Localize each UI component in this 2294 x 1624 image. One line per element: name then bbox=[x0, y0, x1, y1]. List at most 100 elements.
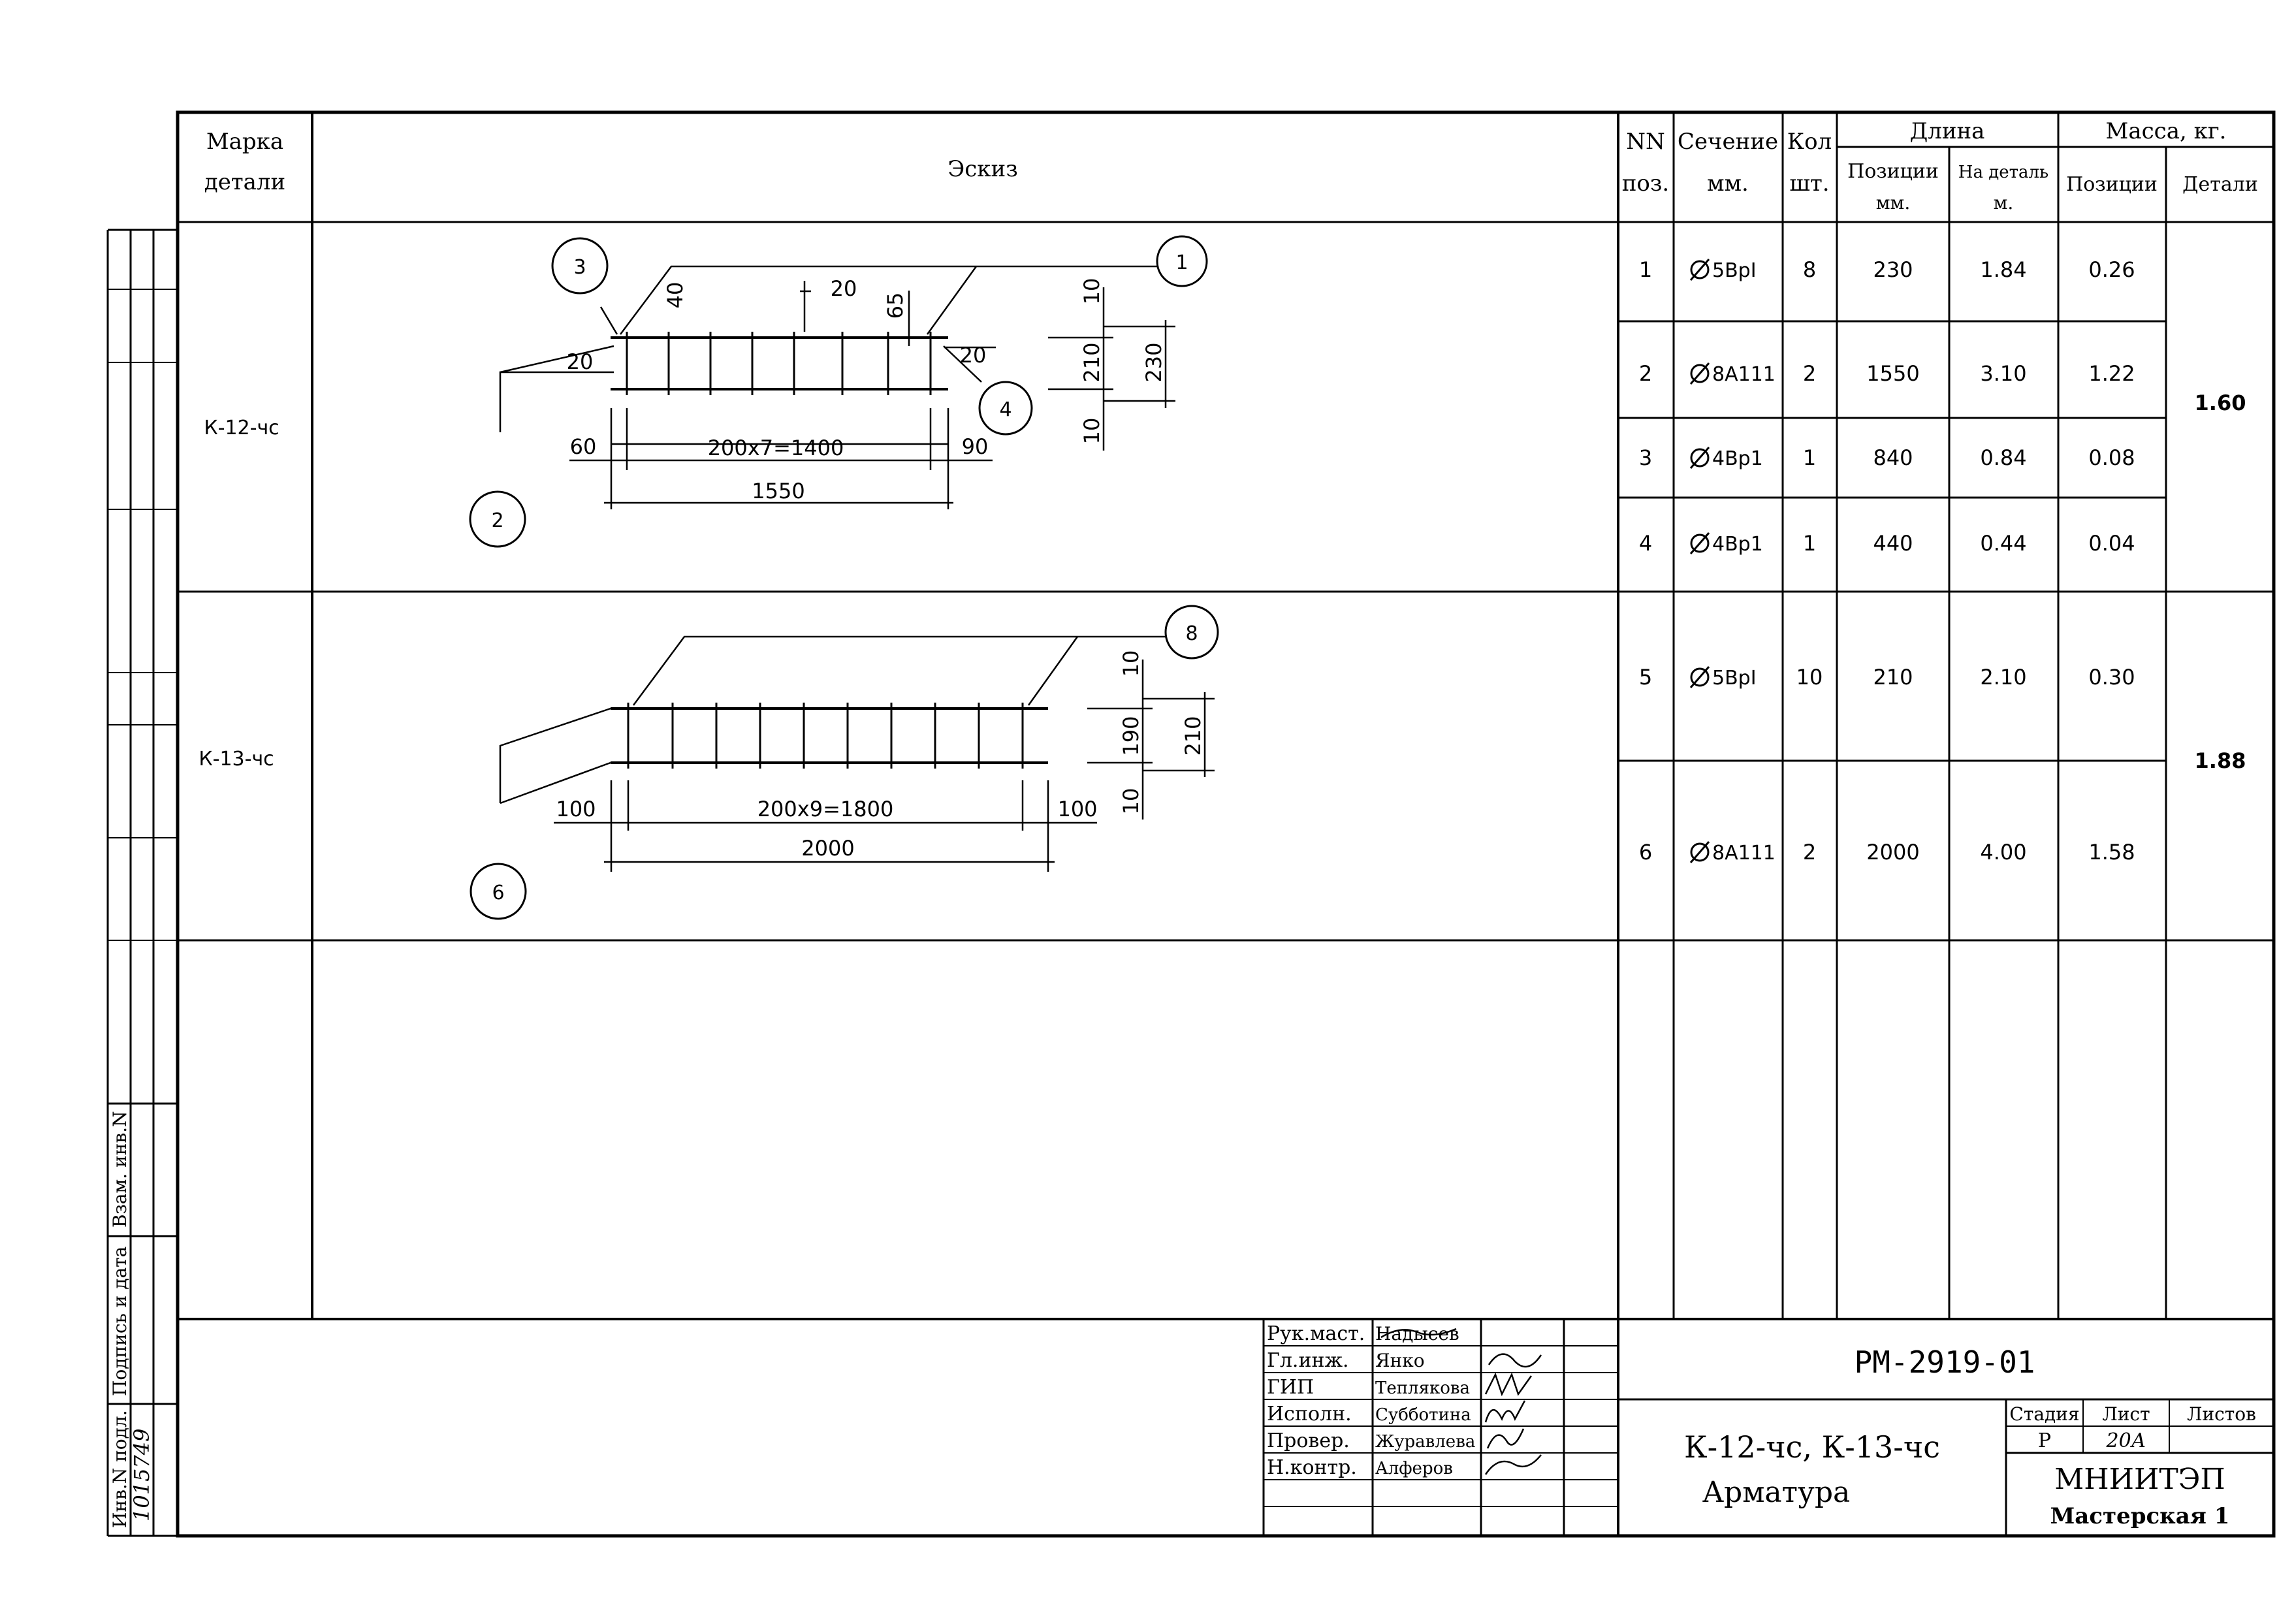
svg-text:60: 60 bbox=[570, 434, 597, 459]
positions-table: 1 5ВрI 8 230 1.84 0.26 2 8А111 2 1550 3.… bbox=[1639, 257, 2246, 865]
pos-qty: 10 bbox=[1796, 665, 1823, 690]
pos-nn: 6 bbox=[1639, 840, 1652, 865]
svg-text:Алферов: Алферов bbox=[1375, 1459, 1453, 1478]
svg-text:230: 230 bbox=[1141, 342, 1166, 382]
header-qty-line2: шт. bbox=[1789, 170, 1829, 197]
header-section-line2: мм. bbox=[1707, 170, 1749, 197]
svg-text:20: 20 bbox=[567, 349, 594, 374]
pos-section: 8А111 bbox=[1712, 363, 1776, 386]
leader-lines bbox=[499, 265, 1175, 509]
pos-nn: 5 bbox=[1639, 665, 1652, 690]
header-length-det-line2: м. bbox=[1994, 192, 2014, 214]
drawing-subtitle: Арматура bbox=[1702, 1476, 1851, 1509]
signature-mark bbox=[1484, 1372, 1533, 1397]
side-stamp-labels: Взам. инв.N Подпись и дата Инв.N подл. 1… bbox=[109, 1111, 154, 1528]
frame-lines bbox=[176, 110, 2276, 1538]
signature-row: ГИП Теплякова bbox=[1267, 1372, 1533, 1399]
pos-section: 5ВрI bbox=[1712, 259, 1757, 282]
signature-mark bbox=[1488, 1353, 1542, 1368]
pos-len-det: 3.10 bbox=[1980, 361, 2026, 386]
svg-text:Журавлева: Журавлева bbox=[1375, 1432, 1475, 1452]
signature-mark bbox=[1484, 1400, 1526, 1423]
signature-row: Исполн. Субботина bbox=[1267, 1400, 1526, 1425]
stirrups bbox=[627, 703, 1024, 769]
svg-text:1: 1 bbox=[1175, 251, 1188, 274]
svg-text:90: 90 bbox=[962, 434, 989, 459]
header-section-line1: Сечение bbox=[1678, 129, 1778, 155]
table-row: 1 5ВрI 8 230 1.84 0.26 bbox=[1639, 257, 2135, 282]
pos-mass: 0.26 bbox=[2088, 257, 2135, 282]
svg-text:40: 40 bbox=[663, 282, 688, 309]
svg-text:1550: 1550 bbox=[752, 479, 804, 503]
sheets-label: Листов bbox=[2187, 1403, 2256, 1425]
stage-value: Р bbox=[2038, 1429, 2051, 1452]
svg-text:65: 65 bbox=[883, 293, 908, 319]
sketch-k13: 8 6 100 200x9=1800 100 2000 10 190 210 1… bbox=[470, 605, 1219, 920]
signature-rows: Рук.маст. Надысев Гл.инж. Янко ГИП Тепля… bbox=[1267, 1322, 1542, 1479]
svg-text:10: 10 bbox=[1079, 418, 1104, 445]
signature-mark bbox=[1486, 1428, 1525, 1449]
pos-mass: 1.58 bbox=[2088, 840, 2135, 865]
svg-text:Теплякова: Теплякова bbox=[1375, 1378, 1470, 1398]
pos-len-det: 0.84 bbox=[1980, 445, 2026, 470]
diameter-icon bbox=[1689, 447, 1710, 469]
pos-qty: 2 bbox=[1803, 840, 1816, 865]
sign-date-label: Подпись и дата bbox=[109, 1247, 131, 1396]
pos-section: 4Вр1 bbox=[1712, 533, 1763, 556]
sketch-k12: 1 3 4 2 40 20 65 20 20 60 200x7=1400 90 … bbox=[469, 235, 1208, 548]
table-row: 2 8А111 2 1550 3.10 1.22 bbox=[1639, 361, 2135, 386]
svg-text:2000: 2000 bbox=[801, 836, 854, 861]
title-block: РМ-2919-01 К-12-чс, К-13-чс Арматура Ста… bbox=[1684, 1345, 2256, 1529]
table-row: 5 5ВрI 10 210 2.10 0.30 bbox=[1639, 665, 2135, 690]
svg-text:Гл.инж.: Гл.инж. bbox=[1267, 1349, 1349, 1372]
diameter-icon bbox=[1689, 362, 1710, 385]
pos-qty: 1 bbox=[1803, 445, 1816, 470]
callout-4: 4 bbox=[978, 381, 1033, 436]
side-stamp bbox=[106, 229, 178, 1537]
pos-nn: 4 bbox=[1639, 531, 1652, 556]
inv-label: Инв.N подл. bbox=[109, 1410, 131, 1528]
document-code: РМ-2919-01 bbox=[1855, 1345, 2035, 1380]
sheet-label: Лист bbox=[2102, 1403, 2150, 1425]
callout-2: 2 bbox=[469, 490, 526, 548]
dimension-labels: 100 200x9=1800 100 2000 10 190 210 10 bbox=[556, 650, 1205, 861]
pos-len: 840 bbox=[1873, 445, 1913, 470]
header-mark-line1: Марка bbox=[206, 129, 283, 155]
workshop: Мастерская 1 bbox=[2050, 1503, 2230, 1529]
pos-len-det: 2.10 bbox=[1980, 665, 2026, 690]
pos-qty: 1 bbox=[1803, 531, 1816, 556]
pos-len: 210 bbox=[1873, 665, 1913, 690]
replace-label: Взам. инв.N bbox=[109, 1111, 131, 1228]
organization: МНИИТЭП bbox=[2054, 1463, 2225, 1496]
svg-text:210: 210 bbox=[1181, 716, 1205, 756]
diameter-icon bbox=[1689, 841, 1710, 863]
svg-text:3: 3 bbox=[573, 256, 586, 279]
svg-text:10: 10 bbox=[1119, 650, 1143, 677]
callout-8: 8 bbox=[1164, 605, 1219, 660]
dimension-labels: 40 20 65 20 20 60 200x7=1400 90 1550 10 … bbox=[567, 276, 1166, 503]
inv-number: 1015749 bbox=[129, 1428, 154, 1521]
rebar-mesh bbox=[611, 707, 1048, 764]
diameter-icon bbox=[1689, 532, 1710, 554]
svg-text:210: 210 bbox=[1079, 342, 1104, 382]
pos-qty: 8 bbox=[1803, 257, 1816, 282]
mark-k13: К-13-чс bbox=[199, 748, 274, 771]
svg-text:Янко: Янко bbox=[1375, 1350, 1425, 1371]
svg-text:ГИП: ГИП bbox=[1267, 1376, 1314, 1399]
table-row: 3 4Вр1 1 840 0.84 0.08 bbox=[1639, 445, 2135, 470]
header-nn-line1: NN bbox=[1626, 129, 1665, 155]
svg-text:4: 4 bbox=[999, 398, 1012, 421]
pos-section: 5ВрI bbox=[1712, 667, 1757, 690]
table-header: Марка детали Эскиз NN поз. Сечение мм. К… bbox=[204, 118, 2258, 214]
sheet-value: 20А bbox=[2106, 1429, 2146, 1452]
pos-qty: 2 bbox=[1803, 361, 1816, 386]
signature-row: Рук.маст. Надысев bbox=[1267, 1322, 1459, 1345]
svg-text:Рук.маст.: Рук.маст. bbox=[1267, 1322, 1365, 1345]
pos-mass: 1.22 bbox=[2088, 361, 2135, 386]
diameter-icon bbox=[1689, 666, 1710, 688]
stage-label: Стадия bbox=[2009, 1403, 2079, 1425]
pos-nn: 3 bbox=[1639, 445, 1652, 470]
header-length-det-line1: На деталь bbox=[1958, 163, 2048, 182]
signature-grid bbox=[1262, 1319, 1618, 1536]
